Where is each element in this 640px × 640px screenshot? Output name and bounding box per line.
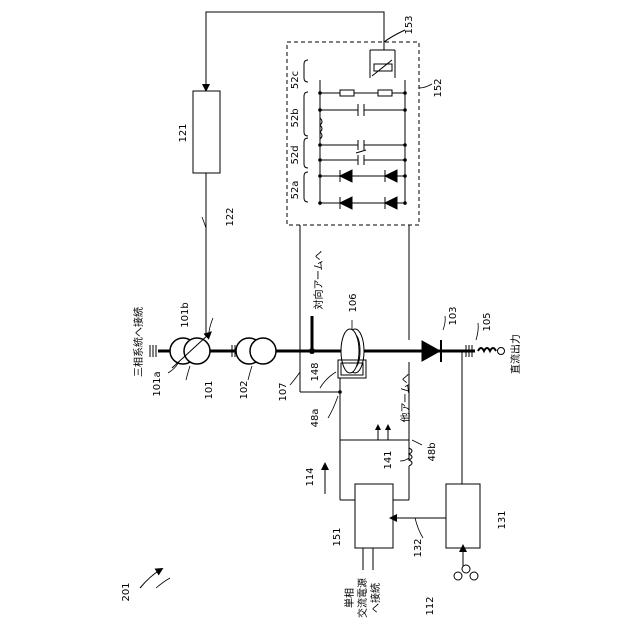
- label-single-phase-3: へ接続: [369, 583, 382, 613]
- ref-107: 107: [278, 382, 289, 401]
- label-other-arm: 他アームへ: [399, 373, 412, 422]
- label-dc-output: 直流出力: [509, 334, 522, 374]
- dashed-box-leader: [384, 30, 432, 88]
- ref-48a: 48a: [310, 409, 321, 428]
- ref-52a: 52a: [290, 181, 301, 200]
- ref-153: 153: [404, 15, 415, 34]
- leader-201: [140, 570, 160, 588]
- ref-152: 152: [433, 78, 444, 97]
- block-151: [355, 484, 393, 548]
- transformer-102: [236, 338, 276, 364]
- other-arm-arrows: [375, 424, 391, 430]
- block-131: [446, 484, 480, 548]
- label-single-phase-1: 単相: [343, 588, 356, 608]
- label-single-phase-2: 交流電源: [356, 578, 369, 618]
- ref-114: 114: [305, 467, 316, 486]
- wiring-lower: [300, 351, 462, 484]
- ref-101: 101: [204, 380, 215, 399]
- ref-121: 121: [178, 123, 189, 142]
- ref-131: 131: [497, 510, 508, 529]
- ref-103: 103: [448, 306, 459, 325]
- ref-201: 201: [121, 582, 132, 601]
- label-opposite-arm: 対向アームへ: [312, 250, 325, 309]
- input-terminals-112: [454, 565, 478, 580]
- ref-48b: 48b: [427, 442, 438, 461]
- ref-112: 112: [425, 596, 436, 615]
- diode-103: [422, 341, 440, 361]
- ref-105: 105: [482, 312, 493, 331]
- block-121: [193, 91, 220, 173]
- ref-101a: 101a: [152, 371, 163, 396]
- ref-141: 141: [383, 450, 394, 469]
- ref-52d: 52d: [290, 145, 301, 164]
- ref-122: 122: [225, 207, 236, 226]
- snubber-nodes: [318, 91, 407, 205]
- ref-148: 148: [310, 362, 321, 381]
- ref-132: 132: [413, 538, 424, 557]
- node-48a: [338, 390, 342, 394]
- ground-ticks-left: [150, 345, 156, 357]
- output-terminal: [498, 348, 505, 355]
- ref-52c: 52c: [290, 71, 301, 89]
- inductor-105: [478, 348, 496, 351]
- ref-52b: 52b: [290, 108, 301, 127]
- ref-151: 151: [332, 527, 343, 546]
- dashed-box-152: [287, 42, 419, 225]
- ref-101b: 101b: [180, 302, 191, 327]
- current-sensor-106: [341, 329, 364, 373]
- label-three-phase: 三相系統へ接続: [132, 307, 145, 377]
- ref-106: 106: [348, 293, 359, 312]
- bracket-lines: [304, 60, 308, 202]
- ref-102: 102: [239, 380, 250, 399]
